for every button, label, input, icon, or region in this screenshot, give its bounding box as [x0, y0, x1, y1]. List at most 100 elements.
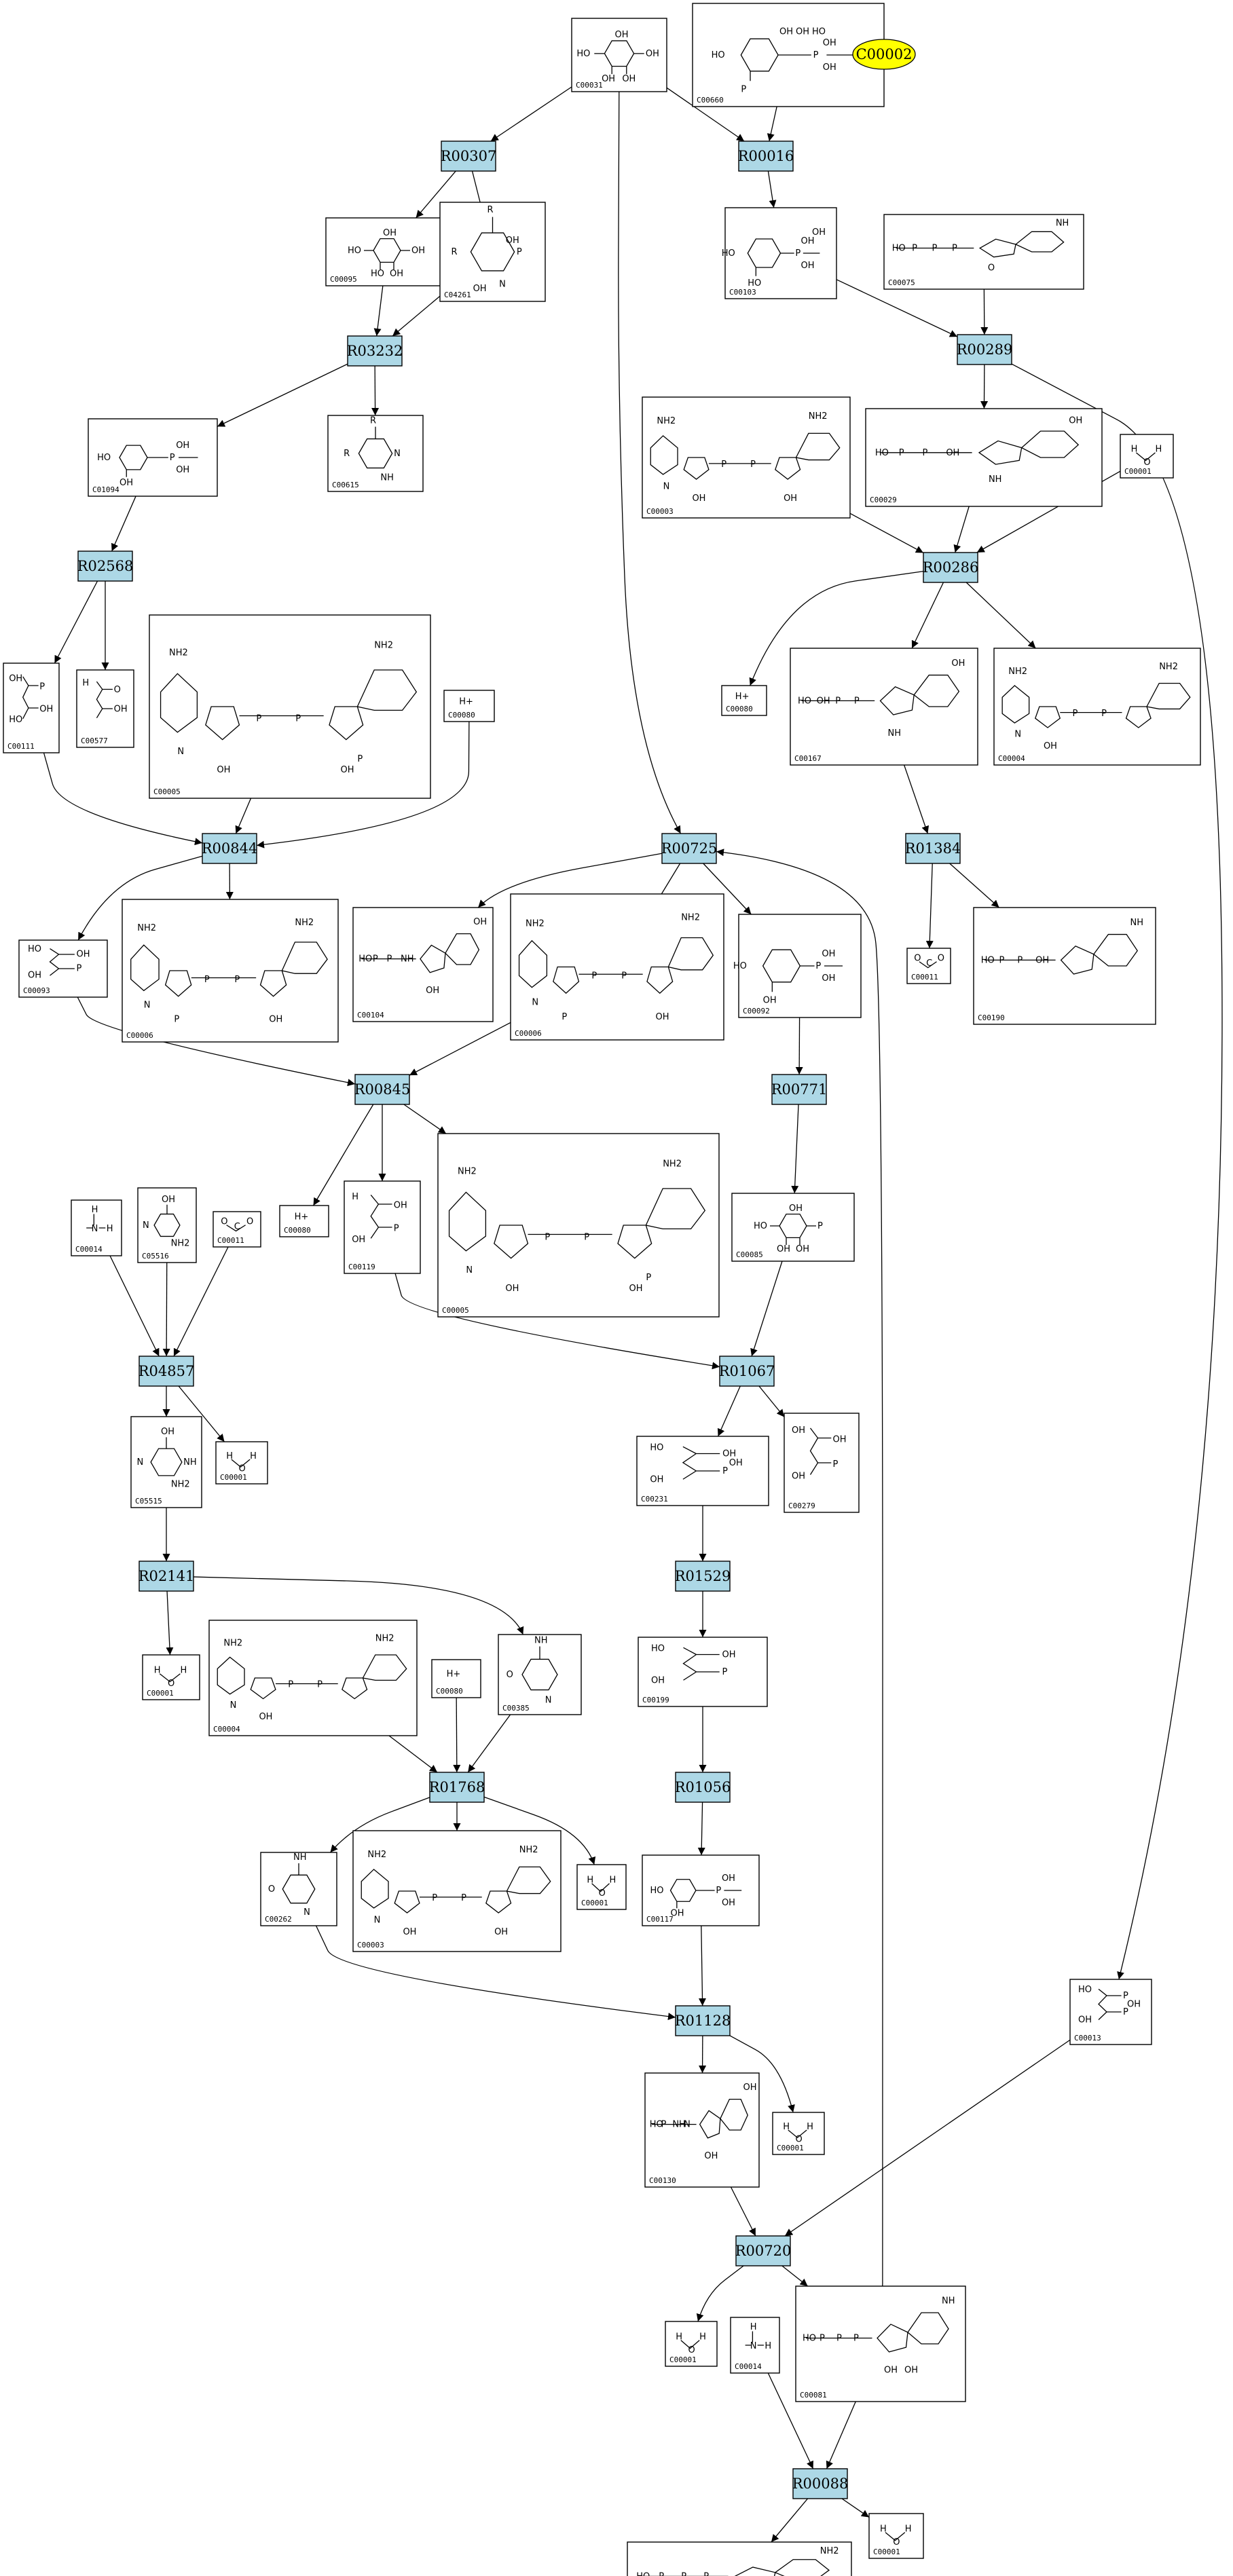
- reaction-r00088-node[interactable]: R00088: [792, 2468, 849, 2499]
- compound-c00080-box[interactable]: H+C00080: [431, 1659, 481, 1698]
- atom-label: OH: [822, 973, 835, 984]
- edge-c29-to-r00286: [953, 506, 970, 553]
- reaction-r00725-node[interactable]: R00725: [661, 833, 718, 864]
- compound-c00002-box[interactable]: HOPPPNH2OHOHC00002: [627, 2541, 852, 2576]
- reaction-r00844-node[interactable]: R00844: [202, 833, 258, 864]
- compound-frame: [215, 1441, 268, 1485]
- reaction-r01529-node[interactable]: R01529: [675, 1561, 731, 1592]
- reaction-r01384-node[interactable]: R01384: [905, 833, 961, 864]
- edge-c111-to-r00844: [43, 752, 203, 846]
- atom-label: OH: [602, 74, 615, 84]
- atom-label: P: [750, 460, 756, 470]
- reaction-r00286-node[interactable]: R00286: [923, 552, 979, 583]
- atom-label: P: [899, 448, 904, 458]
- reaction-r01067-node[interactable]: R01067: [719, 1356, 775, 1387]
- atom-label: P: [394, 1223, 399, 1233]
- reaction-r00307-node[interactable]: R00307: [441, 141, 497, 172]
- reaction-r00845-node[interactable]: R00845: [354, 1074, 411, 1105]
- structure-bonds: [358, 426, 393, 469]
- atom-label: P: [584, 1233, 589, 1243]
- reaction-r00720-node[interactable]: R00720: [735, 2235, 792, 2266]
- reaction-id-label: R00286: [923, 559, 979, 576]
- reaction-r01056-node[interactable]: R01056: [675, 1772, 731, 1803]
- reaction-r01768-node[interactable]: R01768: [429, 1772, 485, 1803]
- edge-r00720-to-c1f: [696, 2265, 744, 2322]
- atom-label: O: [599, 1888, 606, 1899]
- reaction-r00016-node[interactable]: R00016: [738, 141, 794, 172]
- atom-label: P: [795, 248, 800, 259]
- reaction-r04857-node[interactable]: R04857: [139, 1356, 195, 1387]
- edge-c5536-to-r04857: [162, 1262, 170, 1357]
- compound-frame: [510, 893, 724, 1041]
- reaction-r03232-node[interactable]: R03232: [347, 335, 403, 367]
- reaction-id-label: R00845: [354, 1081, 411, 1098]
- structure-bonds: [809, 1427, 832, 1475]
- reaction-id-label: R01067: [719, 1363, 775, 1379]
- reaction-r00289-node[interactable]: R00289: [957, 334, 1013, 365]
- compound-c00080-box[interactable]: H+C00080: [443, 690, 495, 722]
- compound-c00080-box[interactable]: H+C00080: [721, 685, 767, 716]
- structure-bonds: [1098, 1988, 1122, 2020]
- atom-label: OH: [383, 228, 397, 238]
- compound-c00080-box[interactable]: H+C00080: [279, 1205, 329, 1237]
- compound-id-label: C00093: [23, 986, 50, 995]
- reaction-r01128-node[interactable]: R01128: [675, 2005, 731, 2036]
- reaction-r00771-node[interactable]: R00771: [771, 1074, 828, 1105]
- legend-c00002[interactable]: C00002: [852, 39, 916, 70]
- atom-label: NH: [401, 954, 414, 965]
- atom-label: P: [591, 971, 597, 982]
- compound-frame: [1120, 434, 1174, 479]
- reaction-r02141-node[interactable]: R02141: [139, 1561, 195, 1592]
- reaction-r02568-node[interactable]: R02568: [77, 550, 134, 582]
